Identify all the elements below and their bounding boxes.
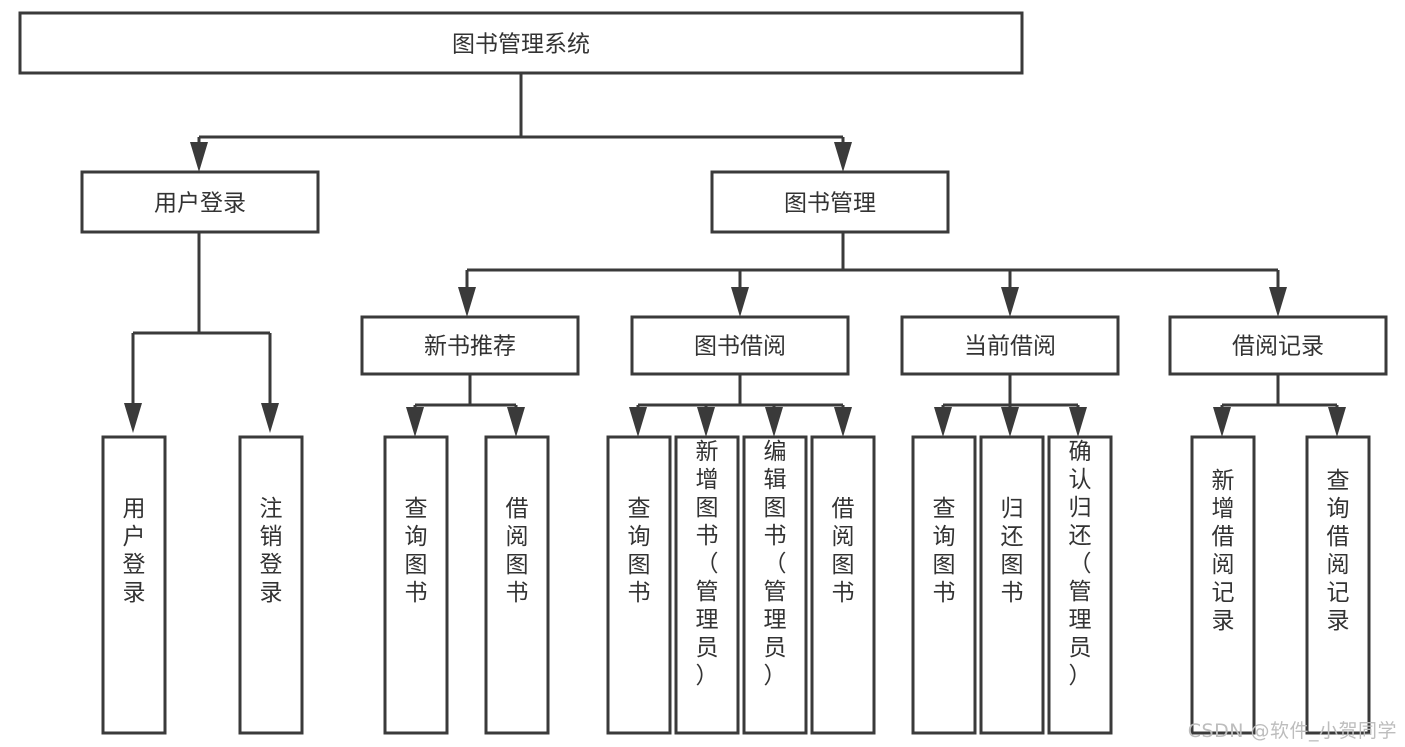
arrow-borrow-leaf-2 <box>697 407 715 437</box>
leaf-node[interactable]: 确认归还（管理员） <box>1047 435 1113 735</box>
connector-layer <box>124 73 1346 437</box>
leaf-current-query-label: 查询图书 <box>933 496 956 606</box>
arrow-current-leaf-1 <box>934 407 952 437</box>
node-new-book-recommend-box[interactable] <box>360 315 580 376</box>
leaf-current-return-box[interactable] <box>979 435 1045 735</box>
arrow-bookmanage-to-new-book <box>458 287 476 317</box>
leaf-node[interactable]: 注销登录 <box>238 435 304 735</box>
node-user-login-box[interactable] <box>80 170 320 234</box>
node-current-borrow-label: 当前借阅 <box>964 334 1056 360</box>
leaf-node[interactable]: 查询借阅记录 <box>1305 435 1371 735</box>
node-new-book-recommend-label: 新书推荐 <box>424 334 516 360</box>
leaf-borrow-addbook-label: 新增图书（管理员） <box>696 439 719 689</box>
node-current-borrow[interactable]: 当前借阅 <box>900 315 1120 376</box>
leaf-record-query-label: 查询借阅记录 <box>1327 468 1350 634</box>
arrow-root-to-user-login <box>190 142 208 172</box>
node-root-box[interactable] <box>18 11 1024 75</box>
node-root-label: 图书管理系统 <box>452 32 590 58</box>
arrow-borrow-leaf-4 <box>834 407 852 437</box>
leaf-node[interactable]: 查询图书 <box>383 435 449 735</box>
arrow-newbook-leaf-1 <box>406 407 424 437</box>
leaf-newbook-query-label: 查询图书 <box>405 496 428 606</box>
leaf-node[interactable]: 编辑图书（管理员） <box>742 435 808 735</box>
leaf-current-query-box[interactable] <box>911 435 977 735</box>
arrow-root-to-book-manage <box>834 142 852 172</box>
leaf-current-return-label: 归还图书 <box>1001 496 1024 606</box>
node-book-management-label: 图书管理 <box>784 191 876 217</box>
leaf-newbook-query-box[interactable] <box>383 435 449 735</box>
node-new-book-recommend[interactable]: 新书推荐 <box>360 315 580 376</box>
csdn-watermark: CSDN @软件_小贺同学 <box>1187 720 1397 742</box>
arrow-borrow-leaf-1 <box>629 407 647 437</box>
leaf-record-add-label: 新增借阅记录 <box>1212 468 1235 634</box>
node-book-management-box[interactable] <box>710 170 950 234</box>
node-user-login[interactable]: 用户登录 <box>80 170 320 234</box>
leaf-user-login-box[interactable] <box>101 435 167 735</box>
arrow-borrow-leaf-3 <box>765 407 783 437</box>
leaf-borrow-editbook-box[interactable] <box>742 435 808 735</box>
leaf-node[interactable]: 新增借阅记录 <box>1190 435 1256 735</box>
leaf-borrow-editbook-label: 编辑图书（管理员） <box>764 439 787 689</box>
leaf-record-query-box[interactable] <box>1305 435 1371 735</box>
leaf-node[interactable]: 新增图书（管理员） <box>674 435 740 735</box>
arrow-bookmanage-to-record <box>1269 287 1287 317</box>
leaf-current-confirm-label: 确认归还（管理员） <box>1069 439 1092 689</box>
node-borrow-record-label: 借阅记录 <box>1232 334 1324 360</box>
arrow-userlogin-leaf-2 <box>261 403 279 433</box>
leaf-borrow-borrowbook-box[interactable] <box>810 435 876 735</box>
leaf-node[interactable]: 归还图书 <box>979 435 1045 735</box>
leaf-node[interactable]: 借阅图书 <box>484 435 550 735</box>
node-book-borrow[interactable]: 图书借阅 <box>630 315 850 376</box>
arrow-record-leaf-2 <box>1328 407 1346 437</box>
arrow-current-leaf-3 <box>1069 407 1087 437</box>
node-book-management[interactable]: 图书管理 <box>710 170 950 234</box>
arrow-current-leaf-2 <box>1001 407 1019 437</box>
leaf-newbook-borrow-box[interactable] <box>484 435 550 735</box>
node-user-login-label: 用户登录 <box>154 191 246 217</box>
node-root-book-management-system[interactable]: 图书管理系统 <box>18 11 1024 75</box>
leaf-borrow-addbook-box[interactable] <box>674 435 740 735</box>
leaf-borrow-borrowbook-label: 借阅图书 <box>832 496 855 606</box>
arrow-record-leaf-1 <box>1213 407 1231 437</box>
node-book-borrow-label: 图书借阅 <box>694 334 786 360</box>
leaf-user-login-label: 用户登录 <box>123 496 146 606</box>
node-borrow-record-box[interactable] <box>1168 315 1388 376</box>
leaf-logout-label: 注销登录 <box>260 496 283 606</box>
leaf-borrow-query-box[interactable] <box>606 435 672 735</box>
leaf-node[interactable]: 用户登录 <box>101 435 167 735</box>
arrow-bookmanage-to-borrow <box>731 287 749 317</box>
leaf-newbook-borrow-label: 借阅图书 <box>506 496 529 606</box>
arrow-bookmanage-to-current <box>1001 287 1019 317</box>
leaf-node[interactable]: 查询图书 <box>606 435 672 735</box>
leaf-logout-box[interactable] <box>238 435 304 735</box>
arrow-newbook-leaf-2 <box>507 407 525 437</box>
leaf-node[interactable]: 查询图书 <box>911 435 977 735</box>
node-current-borrow-box[interactable] <box>900 315 1120 376</box>
node-book-borrow-box[interactable] <box>630 315 850 376</box>
leaf-current-confirm-box[interactable] <box>1047 435 1113 735</box>
leaf-record-add-box[interactable] <box>1190 435 1256 735</box>
leaf-node[interactable]: 借阅图书 <box>810 435 876 735</box>
node-borrow-record[interactable]: 借阅记录 <box>1168 315 1388 376</box>
leaf-borrow-query-label: 查询图书 <box>628 496 651 606</box>
arrow-userlogin-leaf-1 <box>124 403 142 433</box>
